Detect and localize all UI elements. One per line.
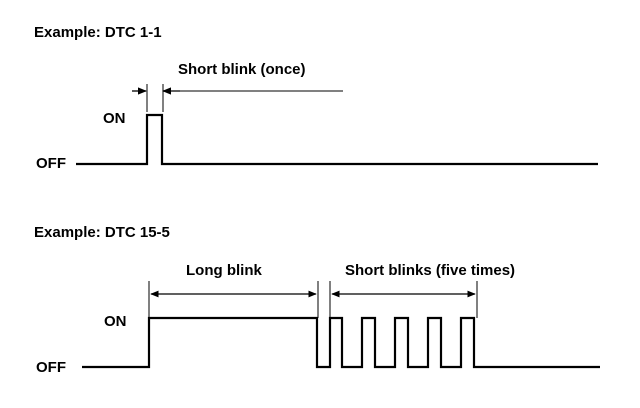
on-label: ON — [103, 110, 126, 127]
example-title: Example: DTC 1-1 — [34, 24, 162, 41]
off-label: OFF — [36, 359, 66, 376]
callout-short-blinks-five: Short blinks (five times) — [345, 262, 515, 279]
example-dtc-15-5: Example: DTC 15-5 ON OFF Long blink Shor… — [34, 224, 600, 376]
on-label: ON — [104, 313, 127, 330]
callout-long-blink: Long blink — [186, 262, 262, 279]
signal-waveform — [76, 113, 598, 166]
signal-waveform — [82, 316, 600, 369]
off-label: OFF — [36, 155, 66, 172]
callout-short-blink-once: Short blink (once) — [178, 61, 306, 78]
example-title: Example: DTC 15-5 — [34, 224, 170, 241]
example-dtc-1-1: Example: DTC 1-1 ON OFF Short blink (onc… — [34, 24, 598, 172]
